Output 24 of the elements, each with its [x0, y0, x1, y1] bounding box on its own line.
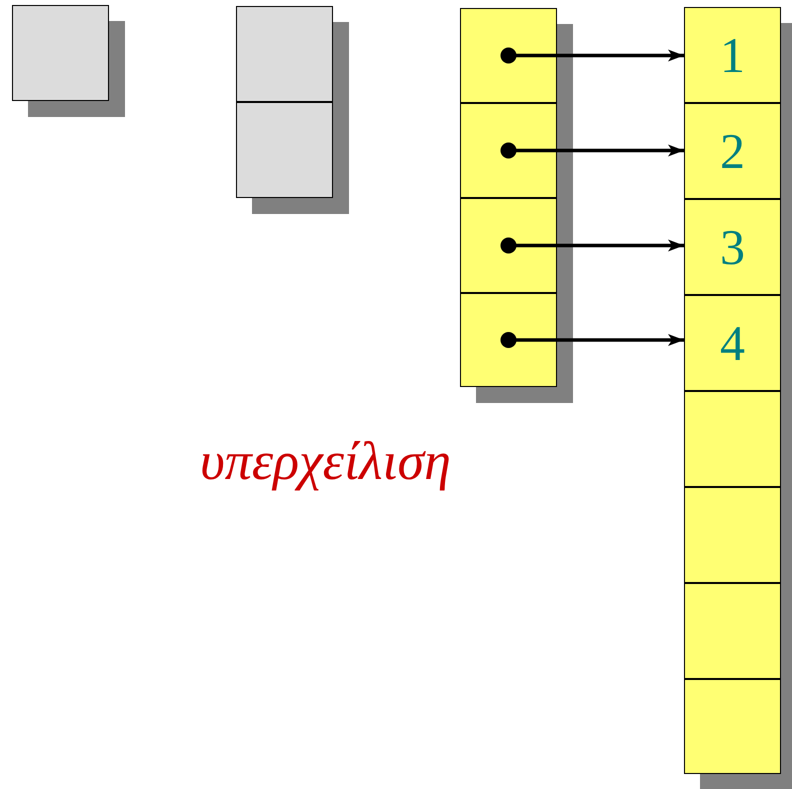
empty-cell [460, 8, 557, 103]
empty-cell [236, 6, 333, 102]
cell-number: 2 [720, 126, 745, 176]
cell-number: 4 [720, 318, 745, 368]
empty-cell [12, 5, 109, 101]
empty-cell [684, 391, 781, 487]
pointer-arrow [500, 48, 684, 64]
numbered-cell [684, 7, 781, 103]
pointer-arrow [500, 238, 684, 254]
pointer-arrow [500, 142, 684, 158]
cell-number: 3 [720, 222, 745, 272]
empty-cell [460, 293, 557, 387]
empty-cell [684, 583, 781, 679]
overflow-label: υπερχείλιση [200, 430, 451, 492]
numbered-cell [684, 199, 781, 295]
cell-number: 1 [720, 30, 745, 80]
empty-cell [460, 103, 557, 198]
pointer-arrow [500, 332, 684, 348]
empty-cell [684, 679, 781, 774]
empty-cell [236, 102, 333, 198]
empty-cell [460, 198, 557, 293]
numbered-cell [684, 295, 781, 391]
numbered-cell [684, 103, 781, 199]
empty-cell [684, 487, 781, 583]
